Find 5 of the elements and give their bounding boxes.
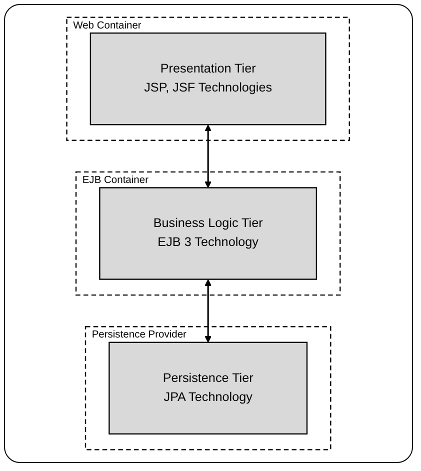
node-box: Persistence Tier JPA Technology: [109, 342, 308, 434]
node-box: Business Logic Tier EJB 3 Technology: [100, 187, 318, 280]
node-box: Presentation Tier JSP, JSF Technologies: [90, 32, 327, 126]
arrow: [205, 124, 212, 188]
arrow: [205, 279, 212, 343]
